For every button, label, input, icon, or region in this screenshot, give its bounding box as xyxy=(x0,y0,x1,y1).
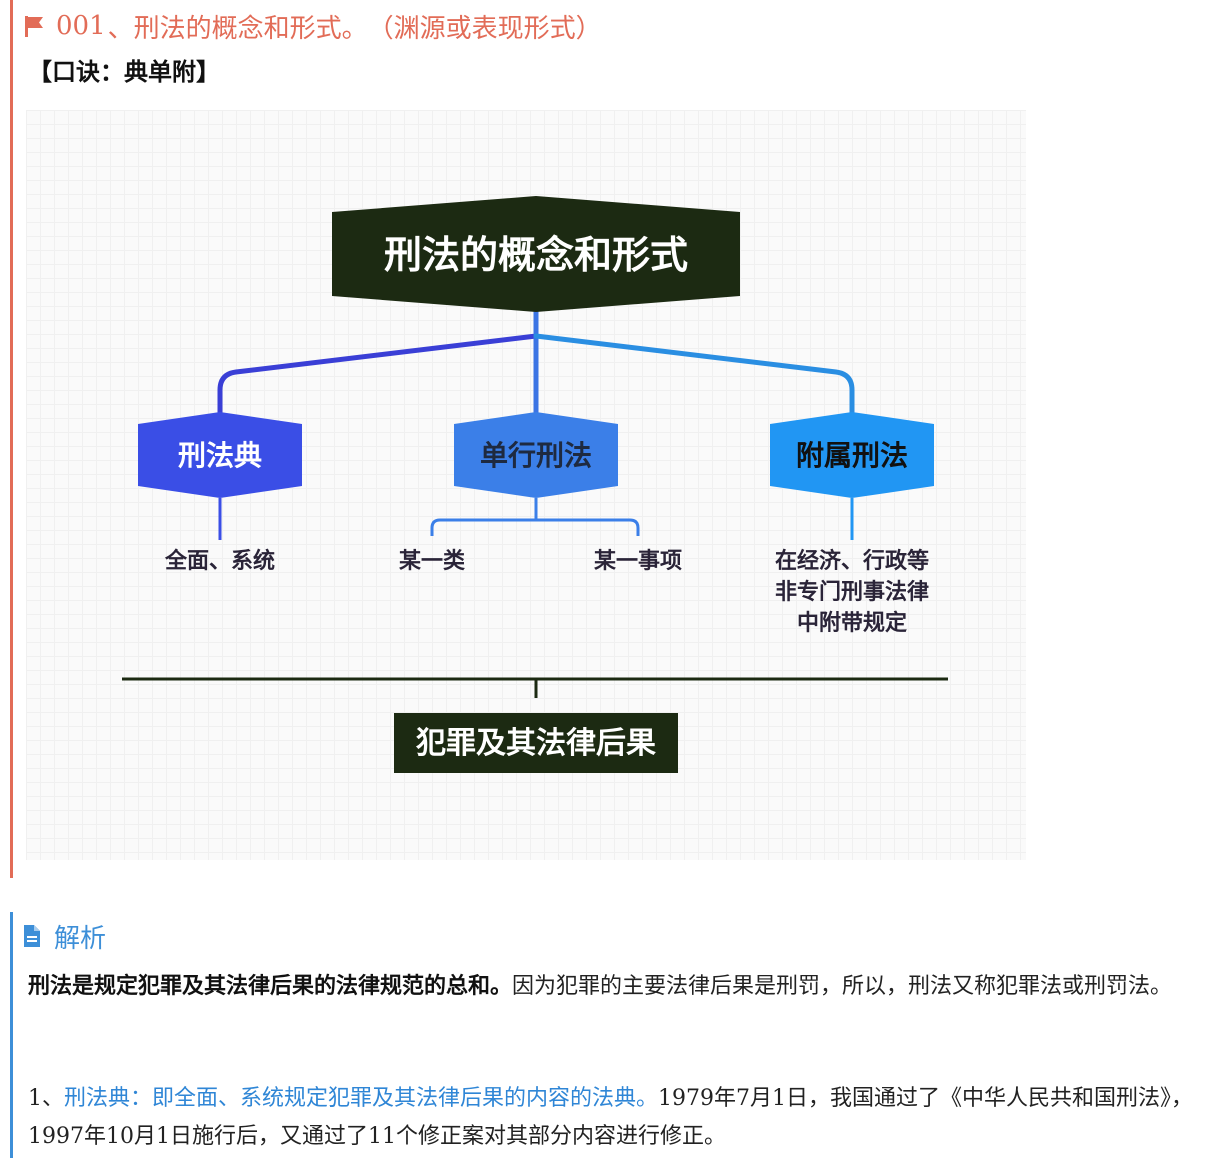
question-number: 001 xyxy=(56,11,106,41)
detail-separate-law-1: 某一类 xyxy=(399,548,466,574)
analysis-paragraph-2: 1、刑法典：即全面、系统规定犯罪及其法律后果的内容的法典。1979年7月1日，我… xyxy=(28,1080,1193,1156)
question-subtitle: （渊源或表现形式） xyxy=(367,13,602,44)
question-title: 001 、 刑法的概念和形式。 （渊源或表现形式） xyxy=(22,8,602,44)
branch-label-criminal-code: 刑法典 xyxy=(178,439,262,472)
root-node-label: 刑法的概念和形式 xyxy=(384,233,688,277)
question-separator: 、 xyxy=(107,13,134,44)
analysis-paragraph-1: 刑法是规定犯罪及其法律后果的法律规范的总和。因为犯罪的主要法律后果是刑罚，所以，… xyxy=(28,968,1193,1006)
question-title-text: 刑法的概念和形式。 xyxy=(133,13,368,44)
flag-icon xyxy=(25,16,43,37)
mind-map-figure: 刑法的概念和形式 刑法典 单行刑法 附属刑法 全面、系统 某一类 某一事项 在经… xyxy=(26,110,1026,860)
branch-node-criminal-code xyxy=(138,412,302,498)
branch-label-subsidiary-law: 附属刑法 xyxy=(796,439,908,472)
mind-map-diagram: 刑法的概念和形式 刑法典 单行刑法 附属刑法 全面、系统 某一类 某一事项 在经… xyxy=(122,196,948,773)
footer-node xyxy=(394,713,678,773)
connector-root-left xyxy=(217,309,539,415)
branch-label-separate-law: 单行刑法 xyxy=(480,439,592,472)
detail-subsidiary-law-2: 非专门刑事法律 xyxy=(775,579,929,605)
branch-node-subsidiary-law xyxy=(770,412,934,498)
paragraph-index: 1、 xyxy=(28,1086,64,1111)
mnemonic: 【口诀：典单附】 xyxy=(28,58,220,86)
detail-separate-law-2: 某一事项 xyxy=(594,548,682,574)
analysis-heading: 解析 xyxy=(22,918,106,954)
analysis-heading-text: 解析 xyxy=(54,923,107,954)
definition-bold: 刑法是规定犯罪及其法律后果的法律规范的总和。 xyxy=(28,974,513,999)
branch-node-separate-law xyxy=(454,412,618,498)
footer-node-label: 犯罪及其法律后果 xyxy=(415,726,656,761)
criminal-code-highlight: 刑法典：即全面、系统规定犯罪及其法律后果的内容的法典。 xyxy=(64,1086,659,1111)
detail-subsidiary-law-3: 中附带规定 xyxy=(797,610,907,636)
question-card xyxy=(10,0,1205,878)
document-icon xyxy=(24,925,40,947)
connector-root-right xyxy=(533,333,855,415)
detail-subsidiary-law-1: 在经济、行政等 xyxy=(775,548,929,574)
connector-center-detail xyxy=(430,498,640,536)
criminal-code-history: 1979年7月1日，我国通过了《中华人民共和国刑法》，1997年10月1日施行后… xyxy=(28,1086,1193,1149)
root-node xyxy=(332,196,740,312)
definition-rest: 因为犯罪的主要法律后果是刑罚，所以，刑法又称犯罪法或刑罚法。 xyxy=(512,974,1173,999)
detail-criminal-code: 全面、系统 xyxy=(164,548,275,574)
analysis-card xyxy=(10,912,1205,1158)
